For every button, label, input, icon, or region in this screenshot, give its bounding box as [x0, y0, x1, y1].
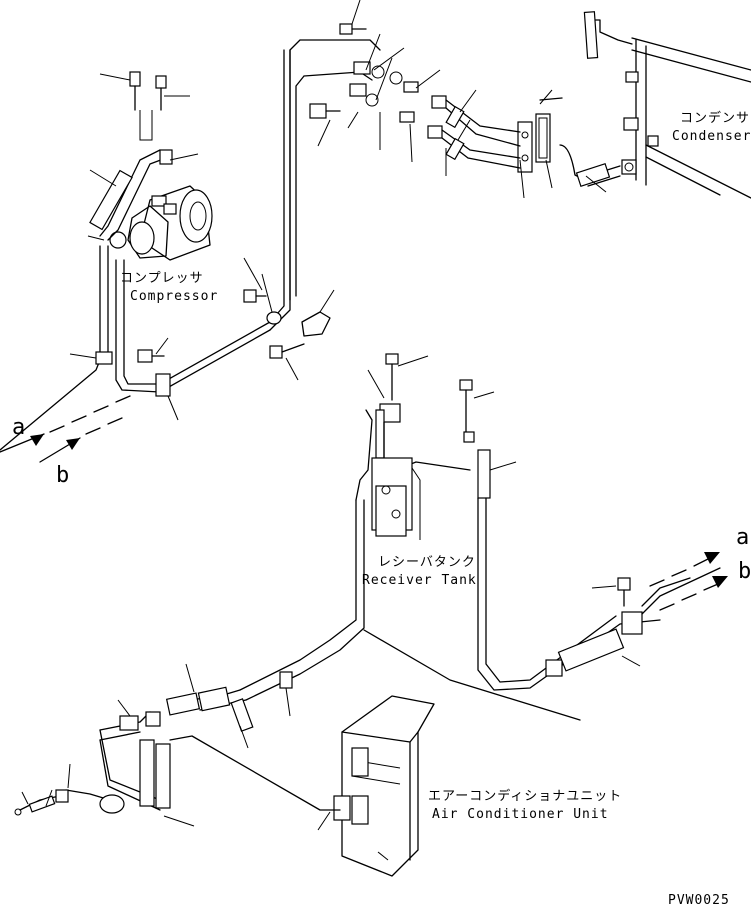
pipe-clamps — [243, 257, 335, 381]
condenser-label-jp: コンデンサ — [680, 110, 750, 126]
ac-unit-label-en: Air Conditioner Unit — [432, 807, 609, 822]
right-connector-a: a — [736, 525, 749, 550]
receiver-tank-label-en: Receiver Tank — [362, 573, 477, 588]
right-connector-b: b — [738, 559, 751, 584]
right-arrow-a — [649, 552, 720, 587]
compressor-hoses — [0, 49, 291, 451]
left-arrow-b — [39, 417, 123, 463]
drawing-code: PVW0025 — [668, 893, 730, 908]
ac-unit-label-jp: エアーコンディショナユニット — [428, 788, 622, 804]
condenser — [621, 37, 751, 199]
condenser-label-en: Condenser — [672, 129, 751, 144]
condenser-fittings — [289, 0, 607, 301]
expansion-valve-lines — [14, 663, 341, 827]
receiver-tank — [355, 353, 517, 540]
receiver-tank-label-jp: レシーバタンク — [378, 555, 476, 570]
left-connector-a: a — [12, 415, 25, 440]
compressor-label-jp: コンプレッサ — [120, 271, 204, 286]
right-arrow-b — [659, 576, 728, 611]
compressor — [87, 71, 213, 261]
left-arrow-a — [0, 395, 131, 453]
left-connector-b: b — [56, 463, 69, 488]
condenser-hoses — [517, 11, 633, 188]
air-conditioner-unit — [317, 695, 435, 877]
compressor-label-en: Compressor — [130, 289, 218, 304]
receiver-lines — [239, 497, 721, 721]
